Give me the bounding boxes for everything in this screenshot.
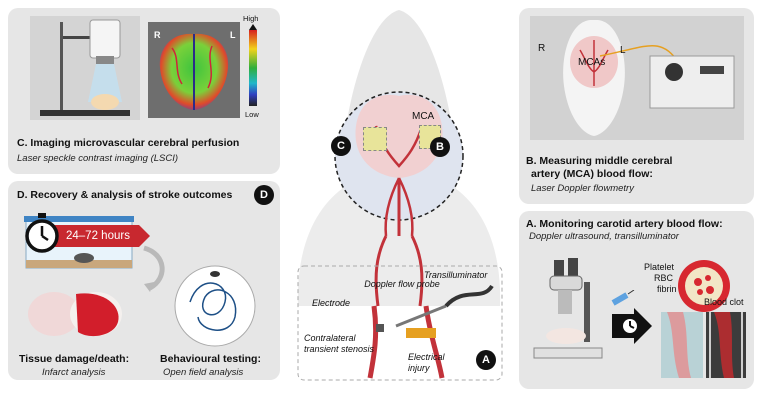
blood-clot-illustration [678,260,730,312]
timer-duration-text: 24–72 hours [66,230,130,242]
open-field-track-illustration [174,265,256,347]
microscope-illustration [533,258,603,359]
tissue-damage-title: Tissue damage/death: [19,353,130,365]
contralateral-stenosis-label: Contralateral transient stenosis [304,333,375,354]
electrode-label: Electrode [312,298,351,308]
blood-clot-label: Blood clot [704,297,744,307]
doppler-probe-label: Doppler flow probe [364,279,440,289]
carotid-image-before [661,312,703,378]
scale-low-label: Low [245,110,259,119]
center-badge-a: A [476,350,496,370]
panel-b-subtitle: Laser Doppler flowmetry [531,183,634,194]
behavioural-testing-title: Behavioural testing: [160,353,261,365]
panel-d-title: D. Recovery & analysis of stroke outcome… [17,189,233,201]
behavioural-testing-subtitle: Open field analysis [163,367,244,378]
rbc-label: RBC [654,273,674,283]
brain-perfusion-image [159,33,229,110]
panel-d-badge: D [254,185,274,205]
panel-b-title-line1: B. Measuring middle cerebral [526,155,673,167]
tissue-damage-subtitle: Infarct analysis [42,367,106,378]
panel-c-subtitle: Laser speckle contrast imaging (LSCI) [17,153,179,164]
mouse-head-diagram [297,10,503,381]
platelet-label: Platelet [644,262,675,272]
lsci-right-label: R [154,30,161,40]
panel-a-subtitle: Doppler ultrasound, transilluminator [529,231,679,242]
scale-high-label: High [243,14,259,23]
timer-arrow-banner [40,225,150,247]
lsci-left-label: L [230,30,236,40]
fibrin-label: fibrin [657,284,677,294]
panel-a-title: A. Monitoring carotid artery blood flow: [526,218,723,230]
electrical-injury-label: Electrical injury [408,352,445,373]
mcas-label: MCAs [578,57,606,68]
cycle-arrow-icon [143,245,165,292]
mca-region-left [363,127,387,151]
transilluminator-label: Transilluminator [424,270,488,280]
brain-slice-illustration [28,292,122,337]
stopwatch-icon [25,213,59,253]
panel-c-title: C. Imaging microvascular cerebral perfus… [17,137,240,149]
process-arrow-icon [612,308,652,344]
panel-b-title-line2: artery (MCA) blood flow: [531,168,653,180]
laser-doppler-illustration [530,16,744,140]
center-badge-c: C [331,136,351,156]
perfusion-color-scale [249,24,257,106]
syringe-icon [611,290,635,306]
carotid-image-after [706,312,746,378]
mca-label: MCA [412,111,435,122]
doppler-left-label: L [620,45,626,56]
doppler-right-label: R [538,43,546,54]
lsci-setup-illustration [30,16,140,120]
center-badge-b: B [430,137,450,157]
